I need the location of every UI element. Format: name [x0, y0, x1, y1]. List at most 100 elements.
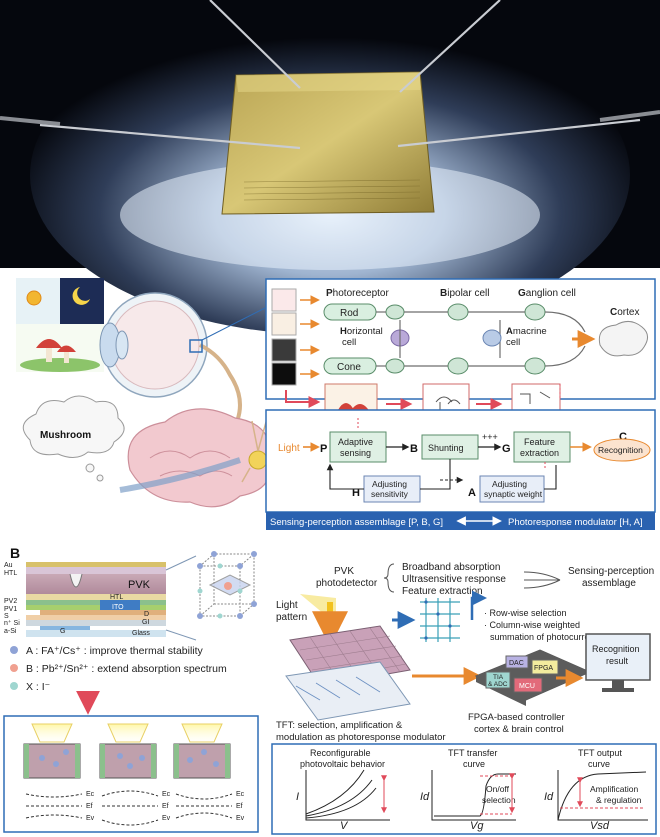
prop-2: Ultrasensitive response — [402, 574, 506, 585]
cortex-initial: C — [610, 307, 617, 318]
amacrine-line2: cell — [506, 337, 520, 348]
feature-l2: extraction — [520, 448, 559, 458]
graph2-title-l1: TFT transfer — [448, 748, 497, 758]
graph1-curve-1 — [305, 787, 377, 819]
fpga-caption-l1: FPGA-based controller — [468, 712, 565, 723]
device-photo — [0, 0, 660, 335]
recognition-result-l1: Recognition — [592, 644, 640, 654]
shunting-label: Shunting — [428, 443, 464, 453]
graph1-curve-2 — [305, 779, 373, 817]
svg-text:Bipolar cell: Bipolar cell — [440, 288, 489, 299]
layer-pv2: PV2 — [4, 598, 17, 605]
flow-b: B — [410, 443, 418, 455]
sun-icon — [26, 290, 42, 306]
band-ec-1: Ec — [86, 791, 95, 798]
pvk-photodetector-l1: PVK — [334, 566, 354, 577]
layer-a-si: a-Si — [4, 628, 17, 635]
graph1-x: V — [340, 820, 349, 832]
feature-extraction-box — [513, 431, 571, 463]
graph3-curve — [557, 771, 647, 821]
band-ev-2: Ev — [162, 815, 171, 822]
ganglion-rest: anglion cell — [526, 288, 576, 299]
rod-label: Rod — [340, 308, 358, 319]
bipolar-rest: ipolar cell — [447, 288, 489, 299]
light-pattern-l2: pattern — [276, 612, 307, 623]
svg-text:Photoreceptor: Photoreceptor — [326, 288, 389, 299]
graph3-note-l2: & regulation — [596, 795, 642, 805]
col-wise-l2: summation of photocurrent — [490, 632, 598, 642]
layer-gi: GI — [142, 619, 149, 626]
legend-b: B : Pb²⁺/Sn²⁺ : extend absorption spectr… — [26, 663, 227, 675]
legend-a: A : FA⁺/Cs⁺ : improve thermal stability — [26, 645, 204, 657]
characteristics-graphs-box: Reconfigurable photovoltaic behavior I V… — [271, 743, 657, 835]
adaptive-l2: sensing — [340, 448, 371, 458]
graph2-x: Vg — [470, 820, 484, 832]
graph3-y: Id — [544, 791, 554, 803]
flow-light: Light — [278, 443, 300, 454]
horizontal-rest: orizontal — [347, 326, 383, 337]
band-ef-2: Ef — [162, 803, 169, 810]
chip-mcu-label: MCU — [519, 683, 535, 690]
panel-b-label: B — [10, 545, 20, 561]
band-ef-1: Ef — [86, 803, 93, 810]
horizontal-line2: cell — [342, 337, 356, 348]
graph2-note-l2: selection — [482, 795, 516, 805]
monitor-icon: Recognition result — [585, 633, 651, 692]
bipolar-initial: B — [440, 288, 447, 299]
eye-illustration — [99, 292, 266, 437]
flow-c: C — [619, 431, 627, 443]
pvk-summary: PVK photodetector Broadband absorption U… — [316, 562, 654, 597]
amacrine-cell — [482, 329, 502, 347]
brain-illustration — [119, 408, 287, 508]
fpga-board: DAC FPGA TIA & ADC MCU — [474, 649, 592, 706]
tft-array-illustration: Light pattern — [276, 590, 598, 721]
ion-legend: A : FA⁺/Cs⁺ : improve thermal stability … — [10, 645, 227, 715]
device-layer-stack: Au HTL PV2 PV1 S n⁺ Si a-Si ITO HTL D GI… — [4, 555, 197, 641]
layer-d: D — [144, 611, 149, 618]
band-ec-3: Ec — [236, 791, 245, 798]
adj-syn-l1: Adjusting — [492, 479, 527, 489]
adaptive-sensing-box — [329, 431, 387, 463]
adj-sens-l1: Adjusting — [372, 479, 407, 489]
feature-l1: Feature — [524, 437, 555, 447]
adjusting-sensitivity-box — [363, 475, 421, 503]
cone-label: Cone — [337, 362, 361, 373]
plus-signs: +++ — [482, 432, 498, 442]
pvk-photodetector-l2: photodetector — [316, 578, 378, 589]
ganglion-initial: G — [518, 288, 526, 299]
chip-tia-l2: & ADC — [488, 681, 508, 688]
thought-cloud: Mushroom — [22, 395, 125, 482]
graph3-x: Vsd — [590, 820, 610, 832]
flow-a: A — [468, 487, 476, 499]
graph2-title-l2: curve — [463, 759, 485, 769]
svg-text:Ganglion cell: Ganglion cell — [518, 288, 576, 299]
layer-htl2: HTL — [110, 594, 123, 601]
svg-text:Cortex: Cortex — [610, 307, 639, 318]
chip-mcu — [513, 677, 543, 693]
moon-icon — [72, 287, 90, 305]
band-ev-3: Ev — [236, 815, 245, 822]
graph3-title-l1: TFT output — [578, 748, 622, 758]
adj-syn-l2: synaptic weight — [484, 489, 543, 499]
panel-a: A M — [16, 275, 656, 530]
band-ef-3: Ef — [236, 803, 243, 810]
banner-right: Photoresponse modulator [H, A] — [508, 517, 643, 528]
mushroom-icon — [36, 339, 76, 363]
svg-text:Horizontal: Horizontal — [340, 326, 383, 337]
perovskite-crystal-cube — [197, 551, 257, 619]
graph1-curve-3 — [305, 769, 365, 815]
fpga-caption-l2: cortex & brain control — [474, 724, 564, 735]
layer-au: Au — [4, 562, 13, 569]
layer-glass: Glass — [132, 630, 150, 637]
chip-fpga-label: FPGA — [534, 665, 553, 672]
layer-pvk: PVK — [128, 579, 151, 591]
chip-dac — [505, 655, 529, 669]
chip-fpga — [531, 659, 559, 675]
graph3-note-l1: Amplification — [590, 784, 638, 794]
recognition-result-l2: result — [606, 656, 629, 666]
adj-sens-l2: sensitivity — [371, 489, 409, 499]
graph1-title-l2: photovoltaic behavior — [300, 759, 385, 769]
graph1-y: I — [296, 791, 299, 803]
graph2-y: Id — [420, 791, 430, 803]
